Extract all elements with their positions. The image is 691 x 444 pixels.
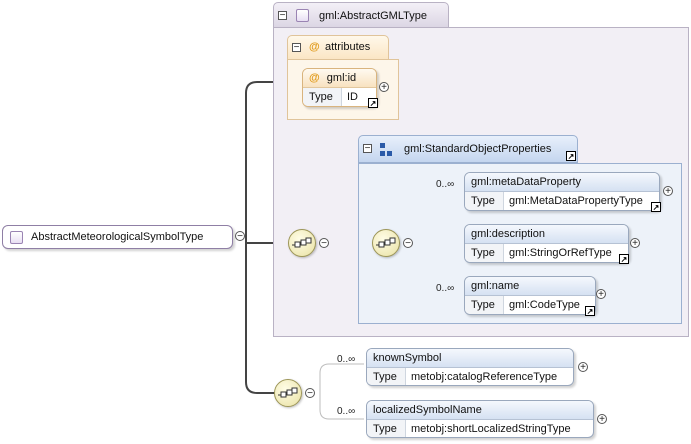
element-name-gml[interactable]: gml:name Type gml:CodeType	[464, 276, 596, 315]
element-expand-button[interactable]: +	[597, 414, 607, 425]
type-reference-icon[interactable]: ↗	[651, 202, 661, 212]
element-expand-button[interactable]: +	[578, 362, 588, 373]
complex-type-icon	[296, 9, 309, 22]
element-knownsymbol[interactable]: knownSymbol Type metobj:catalogReference…	[366, 348, 574, 386]
type-key: Type	[367, 368, 406, 385]
group-label: gml:StandardObjectProperties	[404, 143, 552, 155]
model-group-icon	[380, 143, 392, 156]
attributes-header[interactable]: − @ attributes	[287, 35, 389, 60]
group-header[interactable]: − gml:StandardObjectProperties	[358, 135, 578, 163]
attribute-icon: @	[309, 41, 320, 53]
element-cardinality: 0..∞	[436, 179, 455, 190]
attribute-type: ID	[347, 91, 358, 103]
attribute-expand-button[interactable]: +	[379, 82, 389, 93]
base-type-label: gml:AbstractGMLType	[319, 10, 427, 22]
base-type-header[interactable]: − gml:AbstractGMLType	[273, 2, 449, 28]
element-name: gml:description	[465, 225, 628, 244]
attributes-collapse-button[interactable]: −	[292, 42, 301, 53]
element-type: metobj:shortLocalizedStringType	[411, 423, 571, 435]
element-type: metobj:catalogReferenceType	[411, 371, 558, 383]
type-key: Type	[303, 88, 342, 106]
sequence-collapse-button[interactable]: −	[403, 238, 413, 249]
element-type: gml:StringOrRefType	[509, 247, 612, 259]
type-key: Type	[465, 192, 504, 210]
element-type: gml:MetaDataPropertyType	[509, 195, 643, 207]
type-reference-icon[interactable]: ↗	[619, 254, 629, 264]
element-name: gml:name	[465, 277, 595, 296]
element-expand-button[interactable]: +	[630, 238, 640, 249]
sequence-collapse-button[interactable]: −	[305, 388, 315, 399]
element-name: localizedSymbolName	[367, 401, 593, 420]
type-key: Type	[465, 296, 504, 314]
element-expand-button[interactable]: +	[663, 186, 673, 197]
attribute-gml-id[interactable]: @ gml:id Type ID	[302, 68, 377, 107]
root-collapse-button[interactable]: −	[235, 231, 245, 242]
element-type: gml:CodeType	[509, 299, 580, 311]
element-name: gml:metaDataProperty	[465, 173, 659, 192]
root-type-label: AbstractMeteorologicalSymbolType	[31, 231, 204, 243]
group-collapse-button[interactable]: −	[363, 143, 372, 154]
element-expand-button[interactable]: +	[596, 289, 606, 300]
base-type-collapse-button[interactable]: −	[278, 10, 287, 21]
group-reference-icon[interactable]: ↗	[566, 151, 576, 161]
attributes-heading: attributes	[325, 41, 371, 53]
attribute-icon: @	[309, 72, 320, 84]
element-metadataproperty[interactable]: gml:metaDataProperty Type gml:MetaDataPr…	[464, 172, 660, 211]
type-reference-icon[interactable]: ↗	[585, 306, 595, 316]
element-cardinality: 0..∞	[337, 406, 356, 417]
type-key: Type	[465, 244, 504, 262]
attribute-name: gml:id	[326, 72, 357, 84]
element-localizedsymbolname[interactable]: localizedSymbolName Type metobj:shortLoc…	[366, 400, 594, 438]
element-cardinality: 0..∞	[436, 283, 455, 294]
type-key: Type	[367, 420, 406, 437]
complex-type-icon	[10, 231, 23, 244]
sequence-icon[interactable]	[372, 229, 400, 257]
element-cardinality: 0..∞	[337, 354, 356, 365]
root-type-box[interactable]: AbstractMeteorologicalSymbolType	[2, 225, 233, 249]
sequence-collapse-button[interactable]: −	[319, 238, 329, 249]
element-name: knownSymbol	[367, 349, 573, 368]
sequence-icon[interactable]	[274, 379, 302, 407]
element-description[interactable]: gml:description Type gml:StringOrRefType	[464, 224, 629, 263]
sequence-icon[interactable]	[288, 229, 316, 257]
attribute-type-reference-icon[interactable]: ↗	[368, 98, 378, 108]
